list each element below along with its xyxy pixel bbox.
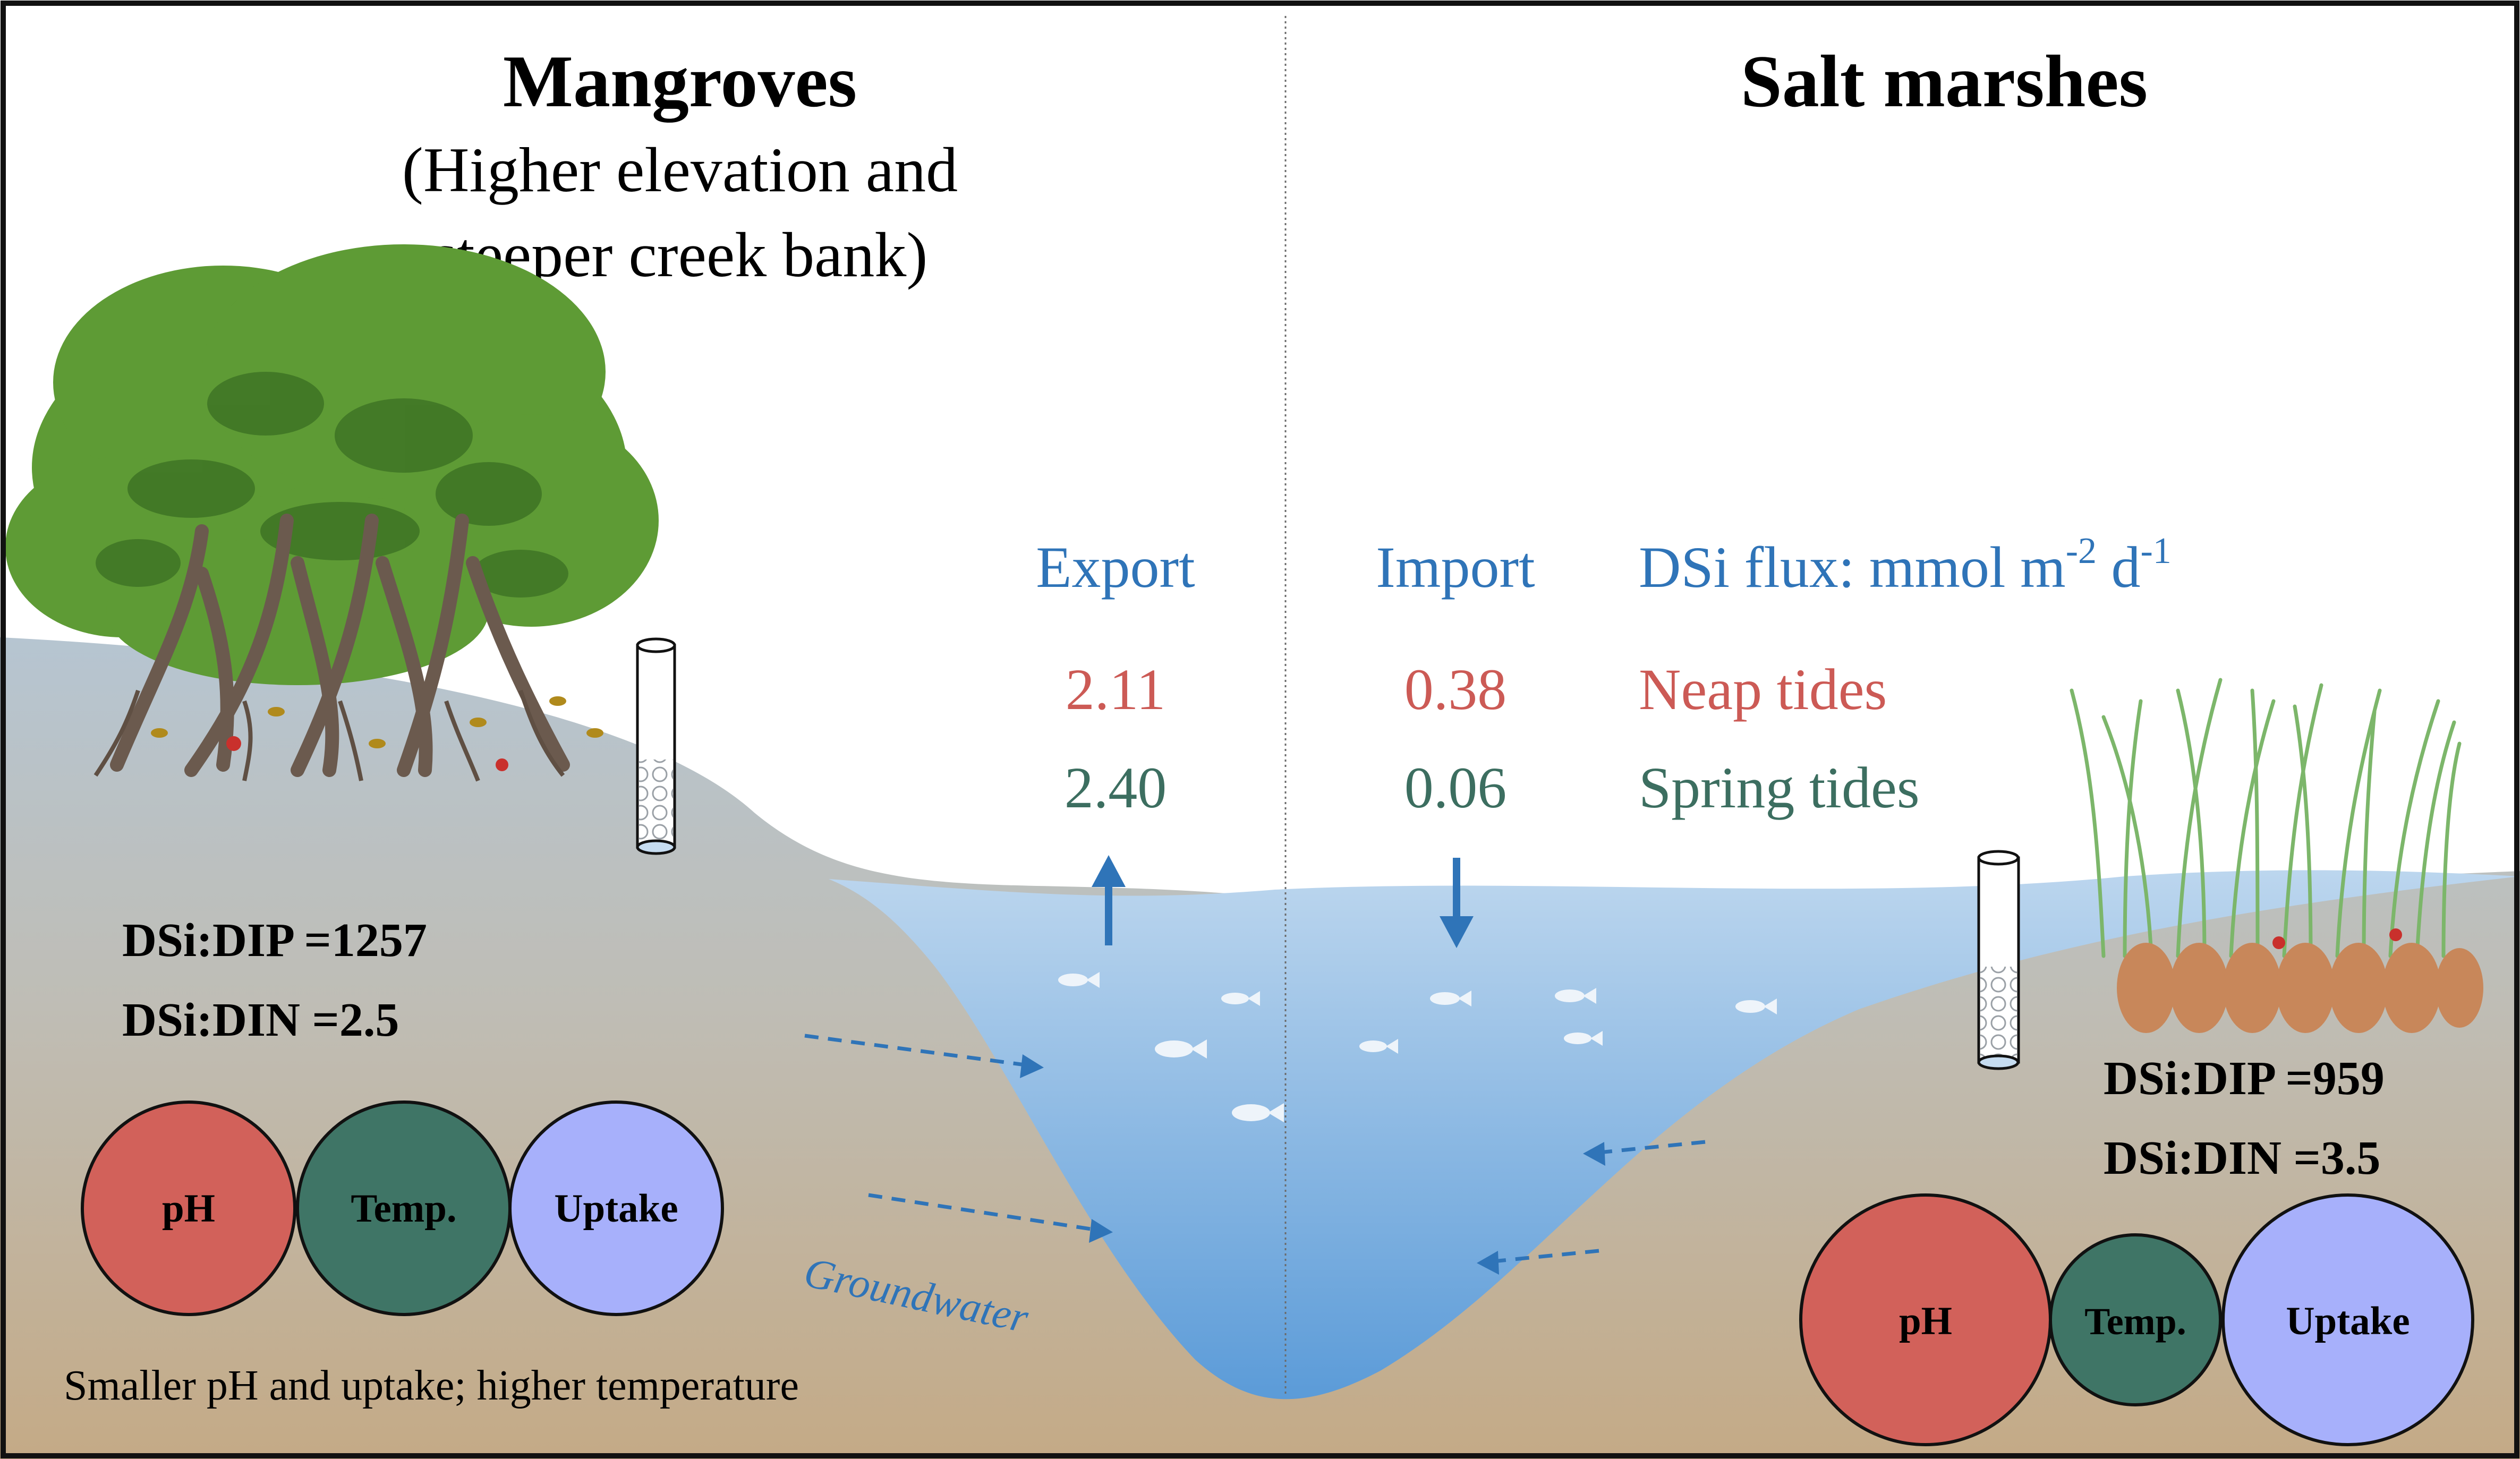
salt-marshes-temp-label: Temp.: [2084, 1300, 2186, 1343]
mangrove-tree-illustration: [5, 244, 659, 782]
fish-icons: [1058, 972, 1777, 1122]
import-arrow: [1440, 858, 1474, 948]
import-label: Import: [1376, 535, 1535, 600]
grass-blades: [2070, 678, 2462, 958]
salt-marshes-dsi-din: DSi:DIN =3.5: [2104, 1132, 2380, 1184]
sediment-core-left: [636, 637, 676, 855]
salt-marshes-uptake-circle: [2221, 1193, 2474, 1446]
spring-export-value: 2.40: [1065, 755, 1167, 820]
mangroves-uptake-label: Uptake: [554, 1187, 678, 1231]
export-arrow: [1092, 855, 1126, 945]
salt-marshes-circles: pH Temp. Uptake: [1799, 1193, 2474, 1446]
dsi-flux-unit-prefix: DSi flux: mmol m: [1639, 535, 2066, 600]
crab-icons: [2272, 928, 2402, 949]
spring-tides-label: Spring tides: [1639, 755, 1920, 820]
salt-marshes-ph-label: pH: [1899, 1299, 1952, 1343]
creek-water: [829, 870, 2520, 1400]
fish-icon: [1155, 1039, 1207, 1059]
mangroves-circles: pH Temp. Uptake: [81, 1100, 724, 1316]
salt-marsh-grass-illustration: [2070, 678, 2483, 1033]
groundwater-arrowheads: [1020, 1054, 1605, 1275]
mangrove-canopy: [5, 244, 659, 685]
dsi-flux-unit-exp1: -2: [2066, 531, 2097, 571]
mangrove-canopy-shadows: [96, 372, 568, 598]
mangroves-title: Mangroves: [503, 40, 857, 123]
mangroves-ph-circle: [81, 1100, 296, 1316]
fish-icon: [1232, 1103, 1284, 1122]
mangroves-subtitle-1: (Higher elevation and: [402, 134, 958, 205]
neap-tides-label: Neap tides: [1639, 657, 1887, 722]
sediment-core-right: [1977, 850, 2020, 1070]
fish-icon: [1555, 988, 1596, 1004]
fish-icon: [1221, 991, 1260, 1006]
crab-icons: [226, 736, 508, 771]
fish-icon: [1564, 1031, 1603, 1046]
mangroves-uptake-circle: [508, 1100, 724, 1316]
mangrove-fine-roots: [93, 689, 565, 782]
salt-marshes-uptake-label: Uptake: [2286, 1299, 2410, 1343]
salt-marshes-dsi-dip: DSi:DIP =959: [2104, 1052, 2385, 1105]
spring-import-value: 0.06: [1404, 755, 1507, 820]
neap-import-value: 0.38: [1404, 657, 1507, 722]
fish-icon: [1430, 991, 1471, 1006]
salt-marshes-temp-circle: [2049, 1233, 2222, 1406]
flux-table: Export Import DSi flux: mmol m-2 d-1 2.1…: [1036, 531, 2172, 820]
fish-icon: [1359, 1039, 1398, 1054]
salt-marshes-title: Salt marshes: [1741, 40, 2148, 123]
dsi-flux-unit: DSi flux: mmol m-2 d-1: [1639, 531, 2172, 600]
mangroves-note: Smaller pH and uptake; higher temperatur…: [64, 1362, 799, 1409]
fish-icon: [1058, 972, 1100, 988]
mangroves-dsi-din: DSi:DIN =2.5: [122, 994, 399, 1046]
export-label: Export: [1036, 535, 1195, 600]
grass-roots: [2117, 943, 2483, 1033]
groundwater-arrows: [804, 1034, 1706, 1264]
mangroves-dsi-dip: DSi:DIP =1257: [122, 914, 427, 967]
dsi-flux-unit-exp2: -1: [2141, 531, 2172, 571]
neap-export-value: 2.11: [1066, 657, 1165, 722]
dsi-flux-unit-mid: d: [2097, 535, 2141, 600]
fish-icon: [1735, 999, 1777, 1014]
mangroves-temp-label: Temp.: [351, 1187, 456, 1231]
fallen-leaves: [151, 696, 603, 748]
mangrove-trunks-and-roots: [110, 514, 570, 777]
mangroves-ph-label: pH: [162, 1187, 215, 1231]
